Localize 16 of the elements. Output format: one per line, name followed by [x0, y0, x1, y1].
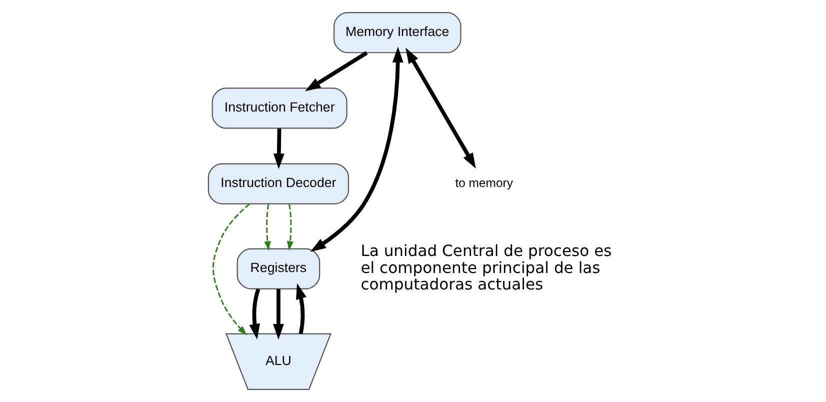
arrow [304, 51, 368, 92]
arrow [272, 289, 284, 340]
arrow [272, 128, 284, 170]
node-box: Registers [236, 248, 320, 290]
arrow [248, 288, 260, 340]
arrow [405, 48, 476, 169]
arrow [310, 46, 403, 252]
node-box: Memory Interface [332, 12, 461, 54]
arrow [295, 283, 306, 334]
node-box: Instruction Decoder [207, 163, 349, 204]
node-box: Instruction Fetcher [211, 88, 347, 129]
arrow [212, 203, 250, 336]
label: La unidad Central de proceso es el componente principal de las computadoras actuales [360, 242, 612, 294]
arrow [264, 204, 270, 251]
arrow [286, 204, 294, 251]
node-text: to memory [454, 176, 512, 190]
